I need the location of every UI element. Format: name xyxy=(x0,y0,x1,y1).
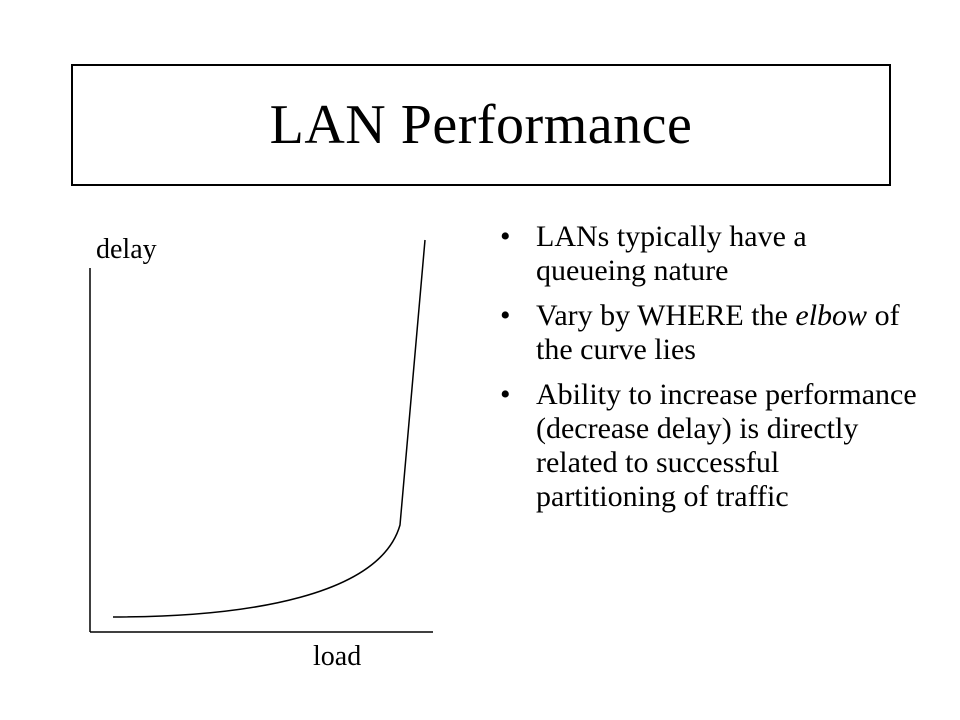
bullet-fragment: Ability to increase performance (decreas… xyxy=(536,378,917,513)
bullet-fragment: LANs typically have a queueing nature xyxy=(536,220,807,287)
bullet-text: Ability to increase performance (decreas… xyxy=(536,378,917,513)
bullet-item: • Vary by WHERE the elbow of the curve li… xyxy=(500,299,920,367)
slide-title: LAN Performance xyxy=(269,94,693,156)
title-box: LAN Performance xyxy=(71,64,891,186)
bullet-item: • LANs typically have a queueing nature xyxy=(500,220,920,288)
bullet-emphasis: elbow xyxy=(795,299,868,332)
x-axis-label: load xyxy=(313,641,362,672)
bullet-item: • Ability to increase performance (decrea… xyxy=(500,378,920,514)
bullet-list: • LANs typically have a queueing nature • V… xyxy=(500,220,920,525)
bullet-text: LANs typically have a queueing nature xyxy=(536,220,807,287)
bullet-text: Vary by WHERE the elbow of the curve lie… xyxy=(536,299,900,366)
bullet-dot-icon: • xyxy=(500,220,511,253)
bullet-dot-icon: • xyxy=(500,378,511,411)
delay-curve xyxy=(112,239,426,618)
bullet-dot-icon: • xyxy=(500,299,511,332)
bullet-fragment: Vary by WHERE the xyxy=(536,299,796,332)
bullet-fragment: of the curve lies xyxy=(536,299,900,366)
y-axis-label: delay xyxy=(96,234,157,265)
